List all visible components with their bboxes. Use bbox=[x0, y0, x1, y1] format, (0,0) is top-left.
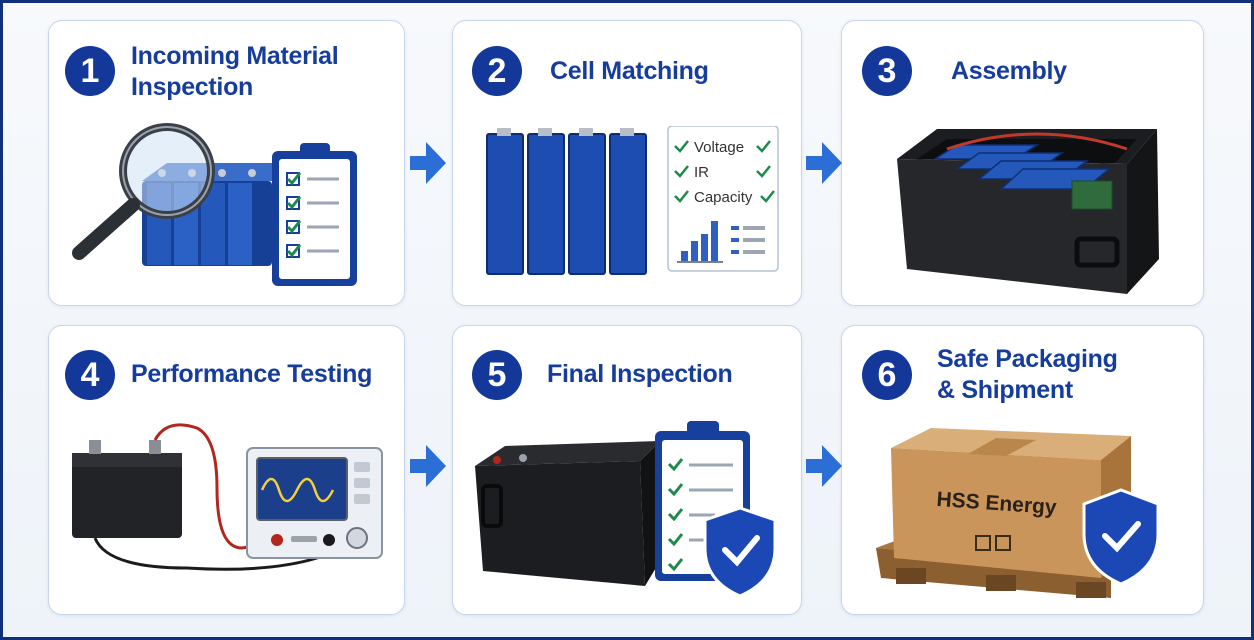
cell-matching-illustration: Voltage IR Capacity bbox=[486, 126, 779, 275]
step-card-performance-testing: 4 Performance Testing bbox=[48, 325, 405, 615]
battery-cells-icon bbox=[486, 128, 647, 275]
flow-arrow-right-icon bbox=[410, 445, 446, 487]
step-title: Incoming Material Inspection bbox=[131, 41, 339, 103]
step-card-assembly: 3 Assembly bbox=[841, 20, 1204, 306]
step-number-badge: 4 bbox=[65, 350, 115, 400]
battery-case-icon bbox=[897, 129, 1159, 294]
step-card-final-inspection: 5 Final Inspection bbox=[452, 325, 802, 615]
step-title: Final Inspection bbox=[547, 359, 733, 390]
magnifying-glass-icon bbox=[72, 123, 215, 260]
inspection-illustration bbox=[72, 123, 357, 286]
step-title-line: & Shipment bbox=[937, 376, 1073, 404]
battery-icon bbox=[475, 441, 663, 586]
bar-chart-icon bbox=[681, 221, 718, 261]
step-title: Assembly bbox=[951, 56, 1067, 87]
packaging-illustration: HSS Energy bbox=[876, 428, 1160, 598]
step-title-line: Incoming Material bbox=[131, 42, 339, 70]
test-leads bbox=[93, 423, 331, 571]
clipboard-checklist-icon bbox=[272, 143, 357, 286]
step-number-badge: 5 bbox=[472, 350, 522, 400]
step-number-badge: 6 bbox=[862, 350, 912, 400]
step-title: Safe Packaging & Shipment bbox=[937, 344, 1118, 406]
step-title: Performance Testing bbox=[131, 359, 372, 390]
flow-arrow-right-icon bbox=[806, 445, 842, 487]
flow-arrow-right-icon bbox=[410, 142, 446, 184]
step-title-line: Safe Packaging bbox=[937, 345, 1118, 373]
step-number-badge: 2 bbox=[472, 46, 522, 96]
step-number-badge: 3 bbox=[862, 46, 912, 96]
checklist-item-capacity: Capacity bbox=[694, 189, 753, 206]
step-title-line: Cell Matching bbox=[550, 57, 709, 85]
step-number-badge: 1 bbox=[65, 46, 115, 96]
battery-icon bbox=[72, 440, 182, 538]
testing-illustration bbox=[72, 423, 383, 571]
flow-arrow-right-icon bbox=[806, 142, 842, 184]
assembly-illustration bbox=[897, 129, 1159, 294]
shield-check-icon bbox=[703, 506, 777, 598]
step-title-line: Inspection bbox=[131, 73, 254, 101]
step-title: Cell Matching bbox=[550, 56, 709, 87]
step-title-line: Final Inspection bbox=[547, 360, 733, 388]
shield-check-icon bbox=[1082, 488, 1160, 586]
analyzer-device-icon bbox=[246, 447, 383, 559]
step-card-packaging-shipment: 6 Safe Packaging & Shipment HSS Energy bbox=[841, 325, 1204, 615]
final-inspection-illustration bbox=[475, 421, 777, 598]
step-card-incoming-inspection: 1 Incoming Material Inspection bbox=[48, 20, 405, 306]
checklist-panel: Voltage IR Capacity bbox=[667, 126, 779, 272]
checklist-item-voltage: Voltage bbox=[694, 139, 744, 156]
checklist-item-ir: IR bbox=[694, 164, 709, 181]
step-card-cell-matching: 2 Cell Matching bbox=[452, 20, 802, 306]
step-title-line: Performance Testing bbox=[131, 360, 373, 388]
step-title-line: Assembly bbox=[951, 57, 1067, 85]
